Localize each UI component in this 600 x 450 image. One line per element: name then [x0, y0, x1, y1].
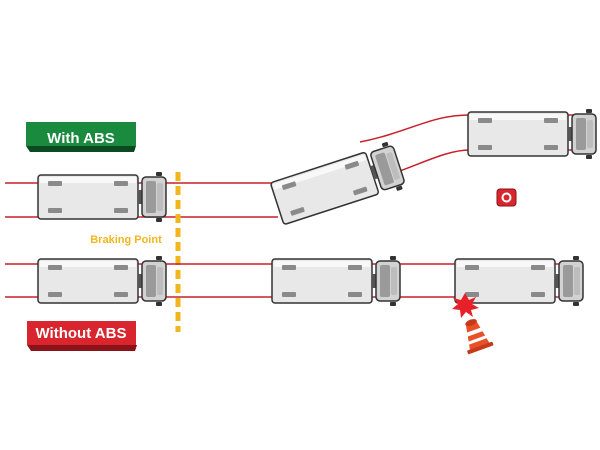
truck-without-abs-start	[37, 255, 167, 307]
without-abs-label: Without ABS	[36, 325, 127, 342]
truck-with-abs-swerving	[268, 139, 408, 229]
cone-warning-icon	[496, 188, 517, 207]
impact-burst-icon	[452, 293, 479, 318]
with-abs-section: With ABS	[5, 108, 597, 229]
traffic-cone-icon	[464, 319, 494, 355]
braking-point: Braking Point	[90, 172, 181, 332]
without-abs-section: Without ABS	[5, 255, 584, 355]
truck-with-abs-start	[37, 171, 167, 223]
braking-point-label: Braking Point	[90, 234, 162, 246]
with-abs-badge: With ABS	[26, 122, 136, 152]
truck-without-abs-skidding	[271, 255, 401, 307]
with-abs-label: With ABS	[47, 130, 115, 147]
without-abs-badge: Without ABS	[27, 321, 137, 351]
truck-with-abs-clear	[467, 108, 597, 160]
